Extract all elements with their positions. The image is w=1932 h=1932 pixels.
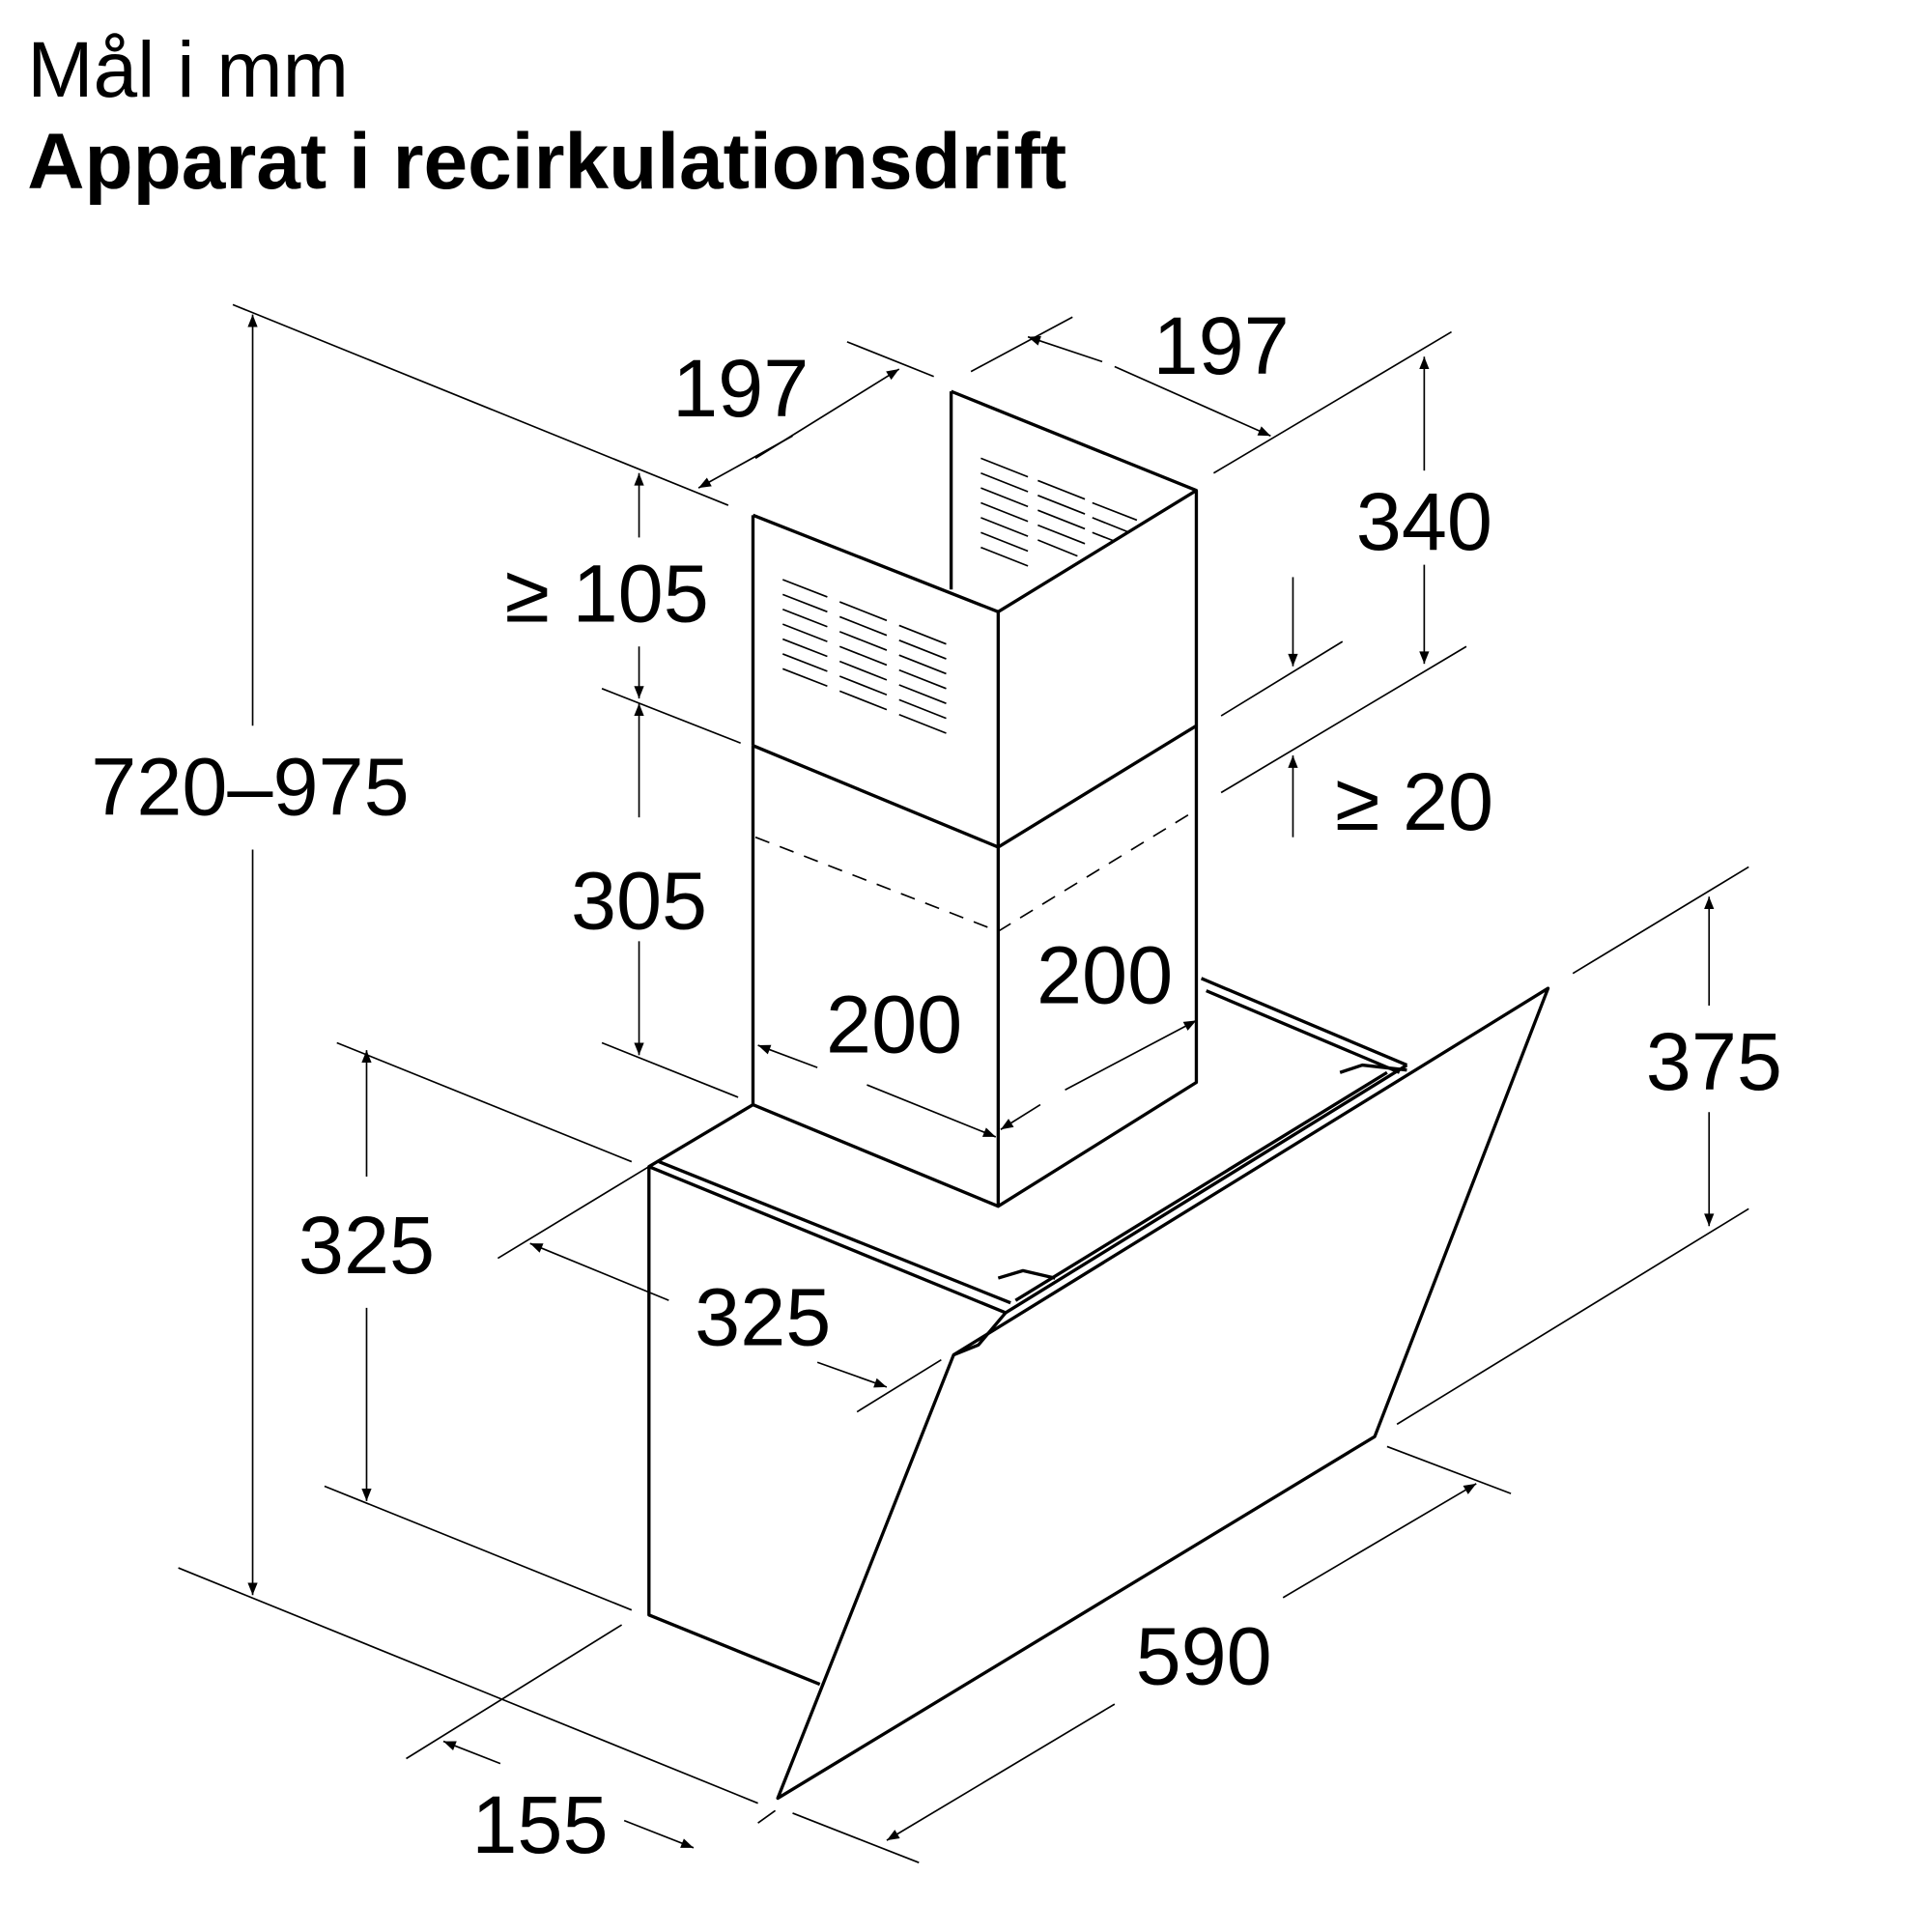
dim-gap-overlap: ≥ 20 (1335, 755, 1493, 847)
dim-chimney-upper-width: 197 (1153, 299, 1290, 391)
dim-lower-chimney-width: 200 (826, 979, 962, 1070)
hood-body (647, 977, 1550, 1801)
dim-gap-top: ≥ 105 (505, 548, 709, 639)
dim-chimney-upper-depth: 197 (672, 342, 809, 434)
units-label: Mål i mm (27, 26, 349, 114)
dimension-arrows (247, 314, 1715, 1849)
dim-bottom-depth: 155 (471, 1778, 608, 1870)
dim-body-height: 325 (298, 1199, 435, 1291)
dim-hood-width: 590 (1136, 1610, 1272, 1702)
page-title: Apparat i recirkulationsdrift (27, 118, 1066, 206)
dim-body-depth: 325 (695, 1270, 831, 1362)
dim-lower-chimney-depth: 200 (1037, 928, 1173, 1020)
dim-lower-chimney-height: 305 (571, 855, 707, 947)
dim-total-height: 720–975 (91, 741, 409, 833)
vent-slots-icon (781, 457, 1138, 734)
upper-chimney (751, 389, 1199, 847)
dim-upper-chimney-height: 340 (1356, 475, 1492, 567)
dimension-lines (178, 303, 1749, 1863)
dim-front-height: 375 (1646, 1015, 1782, 1107)
